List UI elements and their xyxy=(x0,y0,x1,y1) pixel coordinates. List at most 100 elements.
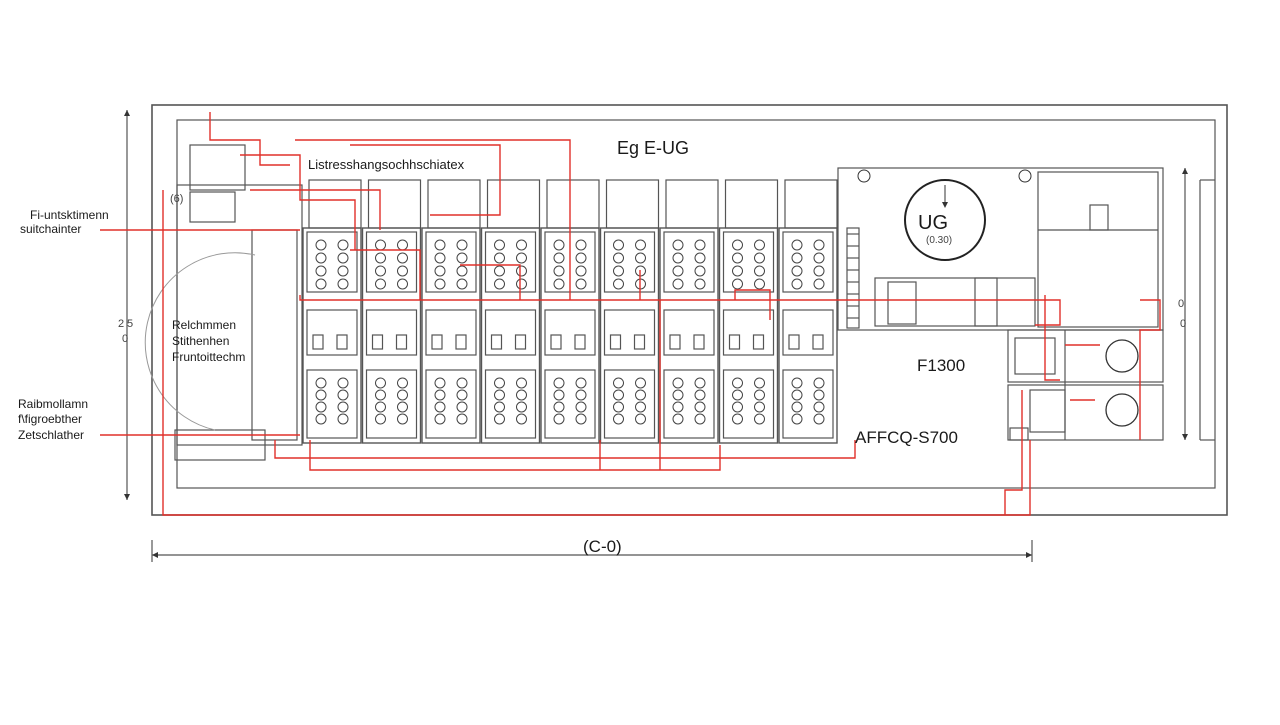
wire-cabinet-tap xyxy=(460,264,521,300)
server-cabinet xyxy=(599,227,660,444)
breaker-circle xyxy=(575,401,587,413)
breaker-circle xyxy=(434,278,446,290)
wire-busbar-top xyxy=(295,139,571,300)
breaker-circle xyxy=(397,252,408,264)
breaker-circle xyxy=(635,377,646,389)
breaker-circle xyxy=(754,265,765,277)
breaker-circle xyxy=(635,389,646,401)
breaker-circle xyxy=(434,389,446,401)
breaker-circle xyxy=(516,413,527,425)
cabinet-lower-bay xyxy=(603,369,656,439)
left-switch-box-mid xyxy=(189,191,236,223)
breaker-circle xyxy=(494,401,505,413)
breaker-circle xyxy=(434,401,446,413)
breaker-circle xyxy=(375,265,386,277)
cabinet-switch xyxy=(455,334,467,350)
breaker-circle xyxy=(516,401,527,413)
ug-circle-arrow-head xyxy=(942,202,948,208)
breaker-circle xyxy=(813,278,825,290)
breaker-circle xyxy=(694,377,706,389)
breaker-circle xyxy=(337,265,349,277)
left-door-swing-arc xyxy=(144,252,256,431)
left-dimension-mark-3: 0 xyxy=(122,333,129,345)
breaker-circle xyxy=(375,401,386,413)
breaker-circle xyxy=(494,413,505,425)
wire-main-bus xyxy=(299,295,1035,301)
cabinet-switch xyxy=(669,334,681,350)
breaker-circle xyxy=(672,401,684,413)
breaker-circle xyxy=(575,413,587,425)
breaker-circle xyxy=(456,265,468,277)
device-label: AFFCQ-S700 xyxy=(855,428,958,447)
breaker-circle xyxy=(613,265,624,277)
breaker-circle xyxy=(516,239,527,251)
breaker-circle xyxy=(375,389,386,401)
room-label: F1300 xyxy=(917,356,966,375)
breaker-circle xyxy=(791,239,803,251)
cabinet-switch xyxy=(431,334,443,350)
right-cabinet-fixture xyxy=(1089,204,1109,231)
breaker-circle xyxy=(434,252,446,264)
breaker-circle xyxy=(553,239,565,251)
wire-busbar-branch xyxy=(350,144,501,216)
breaker-circle xyxy=(575,389,587,401)
breaker-circle xyxy=(613,239,624,251)
breaker-circle xyxy=(754,377,765,389)
breaker-circle xyxy=(315,252,327,264)
cabinet-upper-bay xyxy=(306,231,358,293)
breaker-circle xyxy=(456,389,468,401)
wire-left-branch xyxy=(240,154,356,250)
breaker-circle xyxy=(813,377,825,389)
server-cabinet xyxy=(480,227,541,444)
callout-room-label-line2: Stithenhen xyxy=(172,334,230,348)
breaker-circle xyxy=(694,389,706,401)
cabinet-middle-bay xyxy=(365,309,418,356)
server-cabinet xyxy=(421,227,481,444)
breaker-circle xyxy=(456,278,468,290)
wire-right-far xyxy=(1139,299,1161,440)
left-service-room xyxy=(176,184,303,446)
breaker-circle xyxy=(375,413,386,425)
left-top-marker: (6) xyxy=(170,193,184,205)
cabinet-header-box xyxy=(605,179,660,229)
server-cabinet xyxy=(718,227,779,444)
breaker-circle xyxy=(337,278,349,290)
cabinet-upper-bay xyxy=(603,231,656,293)
breaker-circle xyxy=(813,239,825,251)
cabinet-switch xyxy=(574,334,586,350)
breaker-circle xyxy=(613,278,624,290)
wire-lower-bus xyxy=(274,440,856,459)
breaker-circle xyxy=(732,265,743,277)
callout-room-label-line1: Relchmmen xyxy=(172,318,237,332)
cabinet-lower-bay xyxy=(425,369,477,439)
ug-circle-sub-label: (0.30) xyxy=(926,235,953,246)
breaker-circle xyxy=(613,252,624,264)
breaker-circle xyxy=(375,239,386,251)
breaker-circle xyxy=(494,239,505,251)
busbar-label: Listresshangsochhschiatex xyxy=(308,157,465,172)
breaker-circle xyxy=(516,252,527,264)
cabinet-lower-bay xyxy=(484,369,537,439)
breaker-circle xyxy=(315,401,327,413)
console-unit xyxy=(887,281,917,325)
right-dimension-arrow-bottom xyxy=(1182,434,1188,440)
breaker-circle xyxy=(791,377,803,389)
cabinet-switch xyxy=(550,334,562,350)
cabinet-header-box xyxy=(486,179,541,229)
breaker-circle xyxy=(613,401,624,413)
cabinet-upper-bay xyxy=(782,231,834,293)
breaker-circle xyxy=(575,377,587,389)
breaker-circle xyxy=(397,413,408,425)
right-dimension-arrow-top xyxy=(1182,168,1188,174)
breaker-circle xyxy=(791,413,803,425)
breaker-circle xyxy=(315,413,327,425)
cabinet-middle-bay xyxy=(484,309,537,356)
left-dimension-mark-2: 5 xyxy=(127,318,134,330)
callout-switch-label-line2: suitchainter xyxy=(20,222,82,236)
right-room-console xyxy=(874,277,1036,327)
breaker-circle xyxy=(575,265,587,277)
cabinet-middle-bay xyxy=(425,309,477,356)
callout-timer-label-line2: f\figroebther xyxy=(18,412,83,426)
breaker-circle xyxy=(635,413,646,425)
